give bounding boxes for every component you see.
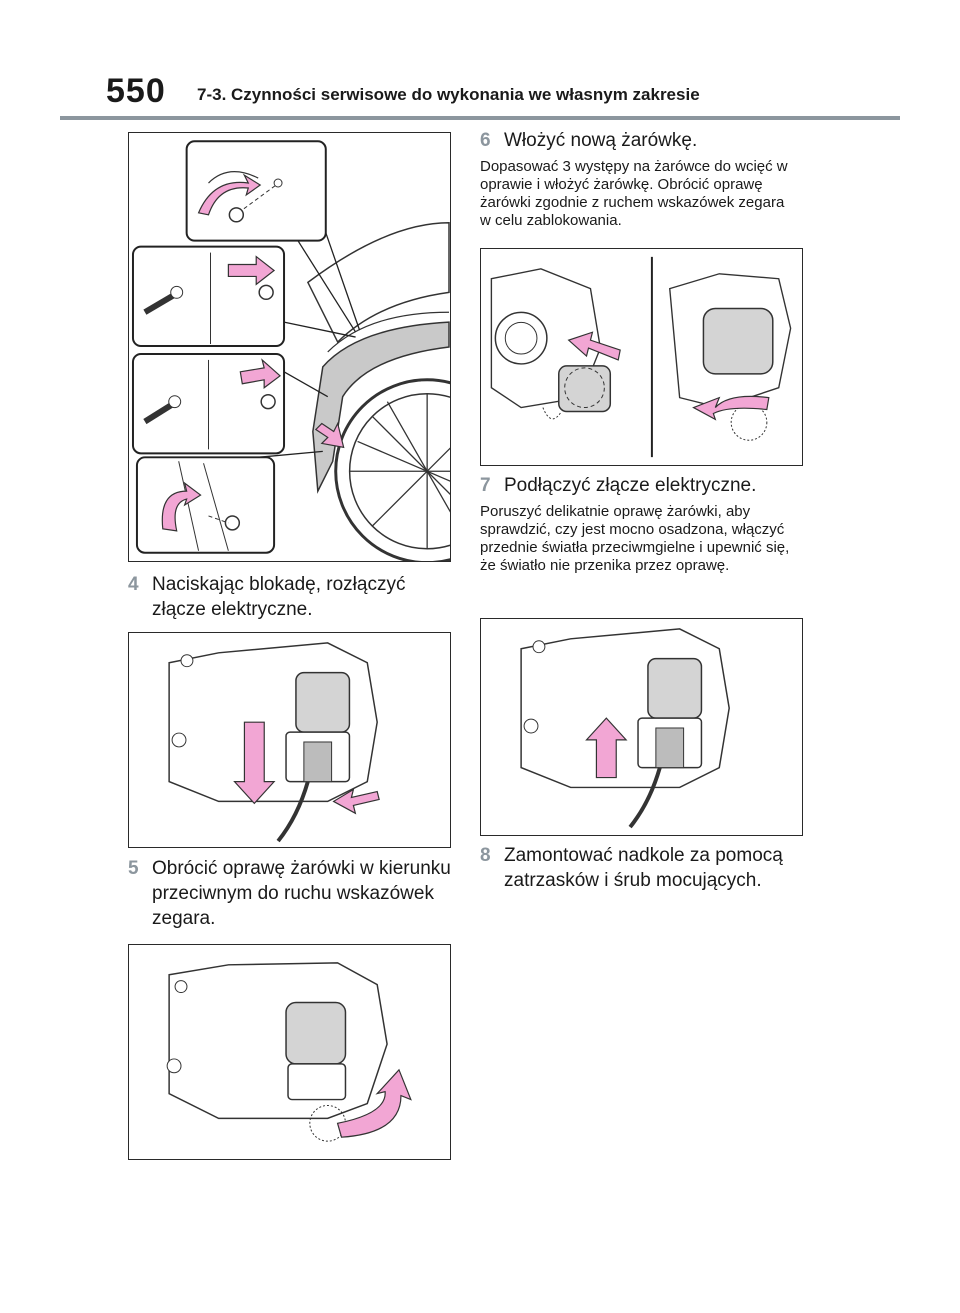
figure-wheel-liner-removal [128,132,451,562]
step-5-title: Obrócić oprawę żarówki w kierunku przeci… [152,858,451,929]
step-5-number: 5 [128,858,139,879]
step-8-title: Zamontować nadkole za pomocą zatrzasków … [504,845,783,891]
step-8: 8 Zamontować nadkole za pomocą zatrzaskó… [480,843,810,893]
connect-connector-illustration [520,628,730,829]
page-number: 550 [106,72,166,110]
step-4-number: 4 [128,574,139,595]
step-7-description: Poruszyć delikatnie oprawę żarówki, aby … [480,503,790,574]
step-5: 5 Obrócić oprawę żarówki w kierunku prze… [128,856,458,931]
step-4-title: Naciskając blokadę, rozłączyć złącze ele… [152,574,406,620]
wheel-liner-illustration [131,140,450,561]
step-6: 6 Włożyć nową żarówkę. [480,128,810,153]
page-header: 550 7-3. Czynności serwisowe do wykonani… [60,72,900,120]
figure-connect-connector [480,618,803,836]
step-7-number: 7 [480,475,491,496]
chapter-title: 7-3. Czynności serwisowe do wykonania we… [197,85,700,104]
step-4: 4 Naciskając blokadę, rozłączyć złącze e… [128,572,458,622]
figure-disconnect-connector [128,632,451,848]
step-6-number: 6 [480,130,491,151]
figure-insert-new-bulb [480,248,803,466]
connector-illustration [168,642,380,843]
header-rule [60,116,900,120]
insert-bulb-illustration [490,256,792,458]
step-7-title: Podłączyć złącze elektryczne. [504,475,757,496]
figure-rotate-bulb-holder [128,944,451,1160]
step-6-title: Włożyć nową żarówkę. [504,130,698,151]
rotate-holder-illustration [166,962,412,1142]
step-8-number: 8 [480,845,491,866]
step-7: 7 Podłączyć złącze elektryczne. [480,473,810,498]
step-6-description: Dopasować 3 występy na żarówce do wcięć … [480,158,788,229]
